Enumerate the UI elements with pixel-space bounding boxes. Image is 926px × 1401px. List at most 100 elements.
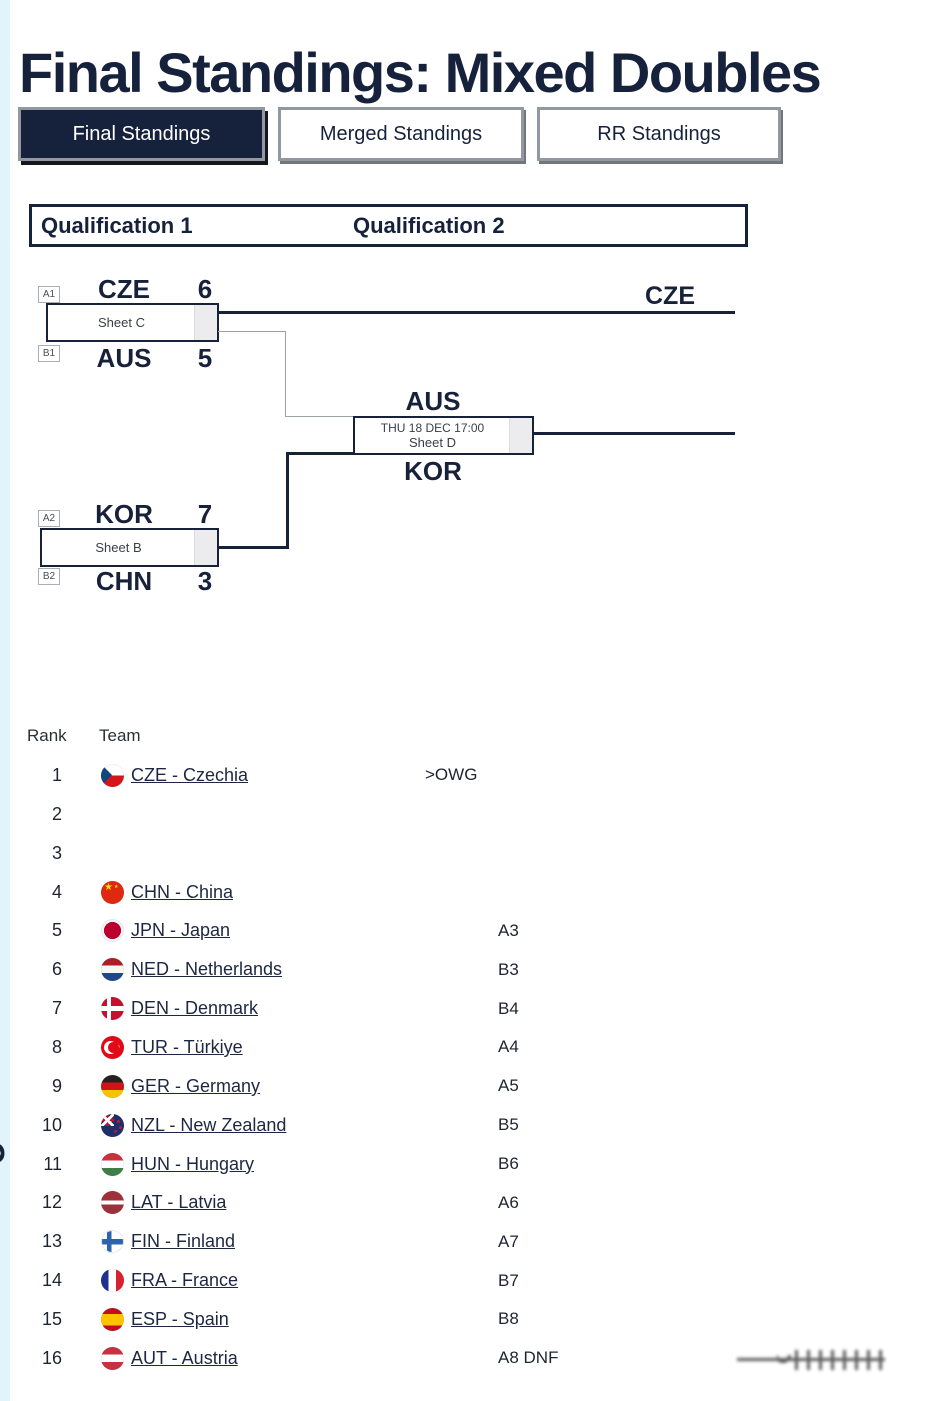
rank-value: 1 (51, 764, 62, 785)
flag-icon-fin (101, 1230, 124, 1254)
bracket-score-aus: 5 (197, 343, 213, 373)
table-row: 13 FIN - Finland A7 (0, 1222, 926, 1261)
bracket-line (286, 452, 289, 549)
flag-icon-jpn (101, 919, 124, 943)
match-d-side-strip (509, 418, 532, 453)
bracket-line (285, 416, 354, 417)
qual-note: A8 DNF (498, 1348, 559, 1368)
flag-icon-aut (101, 1346, 124, 1370)
table-row: 15 ESP - Spain B8 (0, 1300, 926, 1339)
owg-note: >OWG (425, 765, 478, 785)
match-b-sheet-label: Sheet B (95, 540, 142, 555)
team-link[interactable]: TUR - Türkiye (131, 1036, 243, 1057)
bracket-score-cze: 6 (197, 274, 213, 304)
flag-icon-den (101, 997, 124, 1021)
team-link[interactable]: ESP - Spain (131, 1308, 229, 1329)
team-link[interactable]: CZE - Czechia (131, 764, 249, 785)
flag-icon-tur (101, 1035, 124, 1059)
flag-icon-lat (101, 1191, 124, 1215)
flag-icon-fra (101, 1269, 124, 1293)
team-link[interactable]: NZL - New Zealand (131, 1114, 287, 1135)
page-left-margin-strip (0, 0, 10, 1401)
bracket-team-aus: AUS (96, 343, 152, 373)
bracket-team-cze: CZE (98, 274, 150, 304)
rank-value: 4 (51, 881, 62, 902)
flag-icon-ger (101, 1074, 124, 1098)
table-row: 9 GER - Germany A5 (0, 1067, 926, 1106)
match-d-box: THU 18 DEC 17:00 Sheet D (353, 416, 534, 455)
bracket-line (218, 331, 286, 332)
slot-badge-b2: B2 (38, 568, 60, 585)
flag-icon-ned (101, 958, 124, 982)
qual-note: B3 (498, 959, 519, 979)
qual-note: B6 (498, 1154, 519, 1174)
qual-note: B7 (498, 1270, 519, 1290)
qualification-2-label: Qualification 2 (353, 213, 505, 238)
table-row: 11 HUN - Hungary B6 (0, 1145, 926, 1184)
bracket-winner-cze: CZE (645, 282, 695, 310)
rank-value: 15 (41, 1308, 62, 1329)
slot-badge-a1: A1 (38, 286, 60, 303)
team-link[interactable]: FRA - France (131, 1270, 239, 1291)
flag-icon-hun (101, 1152, 124, 1176)
table-row: 4 CHN - China (0, 873, 926, 912)
rank-value: 12 (41, 1192, 62, 1213)
match-c-side-strip (194, 305, 217, 340)
table-row: 2 (0, 795, 926, 834)
team-link[interactable]: CHN - China (131, 881, 234, 902)
bracket-line (285, 331, 286, 417)
rank-value: 8 (51, 1036, 62, 1057)
qual-note: A7 (498, 1231, 519, 1251)
qualification-header-box: Qualification 1 Qualification 2 (29, 204, 748, 247)
flag-icon-nzl (101, 1113, 124, 1137)
rank-value: 6 (51, 959, 62, 980)
tab-final-standings[interactable]: Final Standings (18, 107, 265, 161)
table-row: 1 CZE - Czechia >OWG (0, 756, 926, 795)
qual-note: A3 (498, 920, 519, 940)
bracket-score-kor: 7 (197, 499, 213, 529)
match-d-time-label: THU 18 DEC 17:00 (380, 420, 485, 435)
team-link[interactable]: NED - Netherlands (131, 959, 283, 980)
flag-icon-chn (101, 880, 124, 904)
team-link[interactable]: DEN - Denmark (131, 998, 259, 1019)
qual-note: B8 (498, 1309, 519, 1329)
rank-value: 2 (51, 803, 62, 824)
winner-line-match-c (218, 311, 735, 314)
qualification-1-label: Qualification 1 (41, 213, 193, 238)
match-c-sheet-label: Sheet C (98, 315, 145, 330)
match-b-box: Sheet B (40, 528, 219, 567)
qual-note: A4 (498, 1037, 519, 1057)
page-title: Final Standings: Mixed Doubles (19, 40, 822, 104)
rank-value: 7 (51, 998, 62, 1019)
slot-badge-a2: A2 (38, 510, 60, 527)
team-link[interactable]: JPN - Japan (131, 920, 231, 941)
rank-value: 14 (41, 1270, 62, 1291)
match-b-side-strip (194, 530, 217, 565)
qual-note: B4 (498, 998, 519, 1018)
table-row: 8 TUR - Türkiye A4 (0, 1028, 926, 1067)
rank-value: 13 (41, 1231, 62, 1252)
table-row: 16 AUT - Austria A8 DNF (0, 1339, 926, 1378)
slot-badge-b1: B1 (38, 345, 60, 362)
team-link[interactable]: LAT - Latvia (131, 1192, 227, 1213)
flag-icon-esp (101, 1307, 124, 1331)
rank-value: 5 (51, 920, 62, 941)
table-row: 14 FRA - France B7 (0, 1261, 926, 1300)
bracket-line (218, 546, 289, 549)
team-link[interactable]: GER - Germany (131, 1075, 261, 1096)
match-d-sheet-label: Sheet D (409, 435, 456, 451)
rank-value: 16 (41, 1347, 62, 1368)
team-column-header: Team (99, 726, 141, 745)
table-row: 3 (0, 834, 926, 873)
team-link[interactable]: AUT - Austria (131, 1347, 238, 1368)
team-link[interactable]: HUN - Hungary (131, 1153, 255, 1174)
rank-value: 9 (51, 1075, 62, 1096)
tab-merged-standings[interactable]: Merged Standings (278, 107, 524, 161)
standings-rows: 1 CZE - Czechia >OWG 2 3 4 CHN - China 5… (0, 756, 926, 1378)
team-link[interactable]: FIN - Finland (131, 1231, 236, 1252)
winner-line-match-d (533, 432, 735, 435)
bracket-team-kor: KOR (95, 499, 153, 529)
bracket-team-kor-mid: KOR (404, 456, 462, 486)
tab-rr-standings[interactable]: RR Standings (537, 107, 781, 161)
